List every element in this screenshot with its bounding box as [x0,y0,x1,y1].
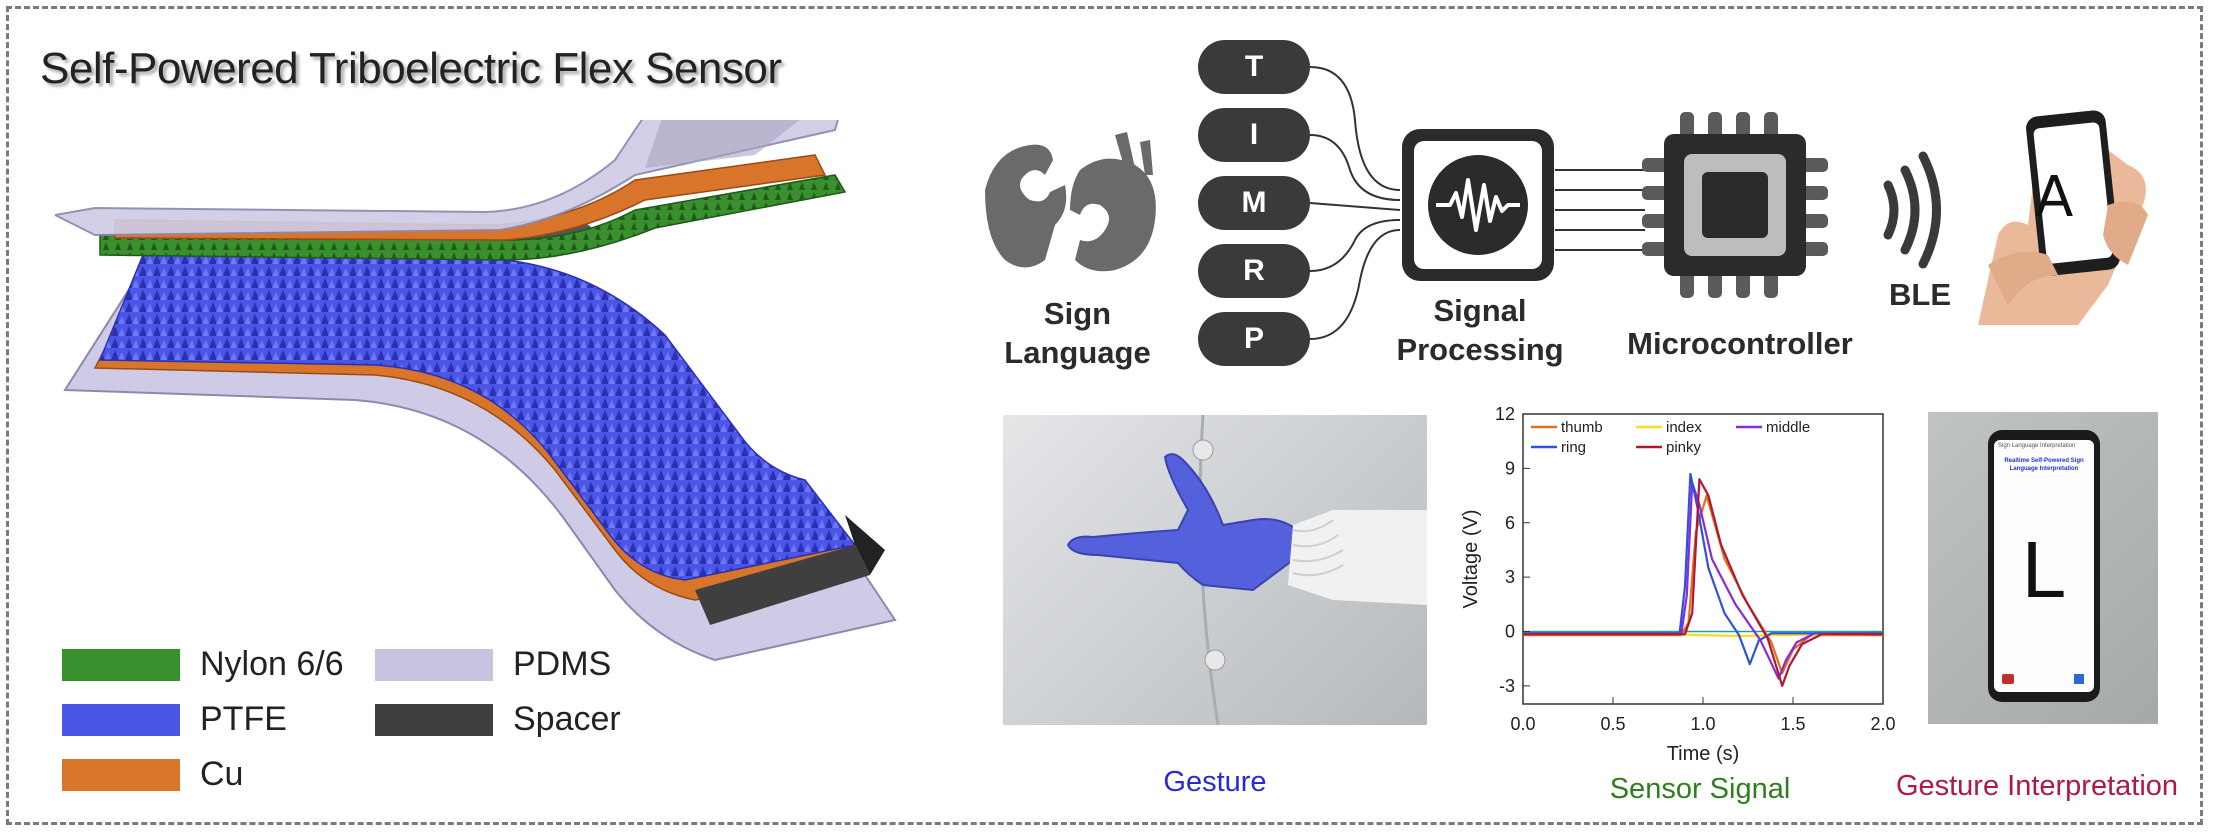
spacer-block [695,545,870,625]
legend-label-nylon: Nylon 6/6 [200,645,344,683]
phone-body: Sign Language Interpretation Realtime Se… [1988,430,2100,702]
microcontroller-chip-icon [1642,112,1828,298]
legend-label-index: index [1666,419,1702,436]
series-line-pinky [1523,478,1883,687]
legend-label-ring: ring [1561,439,1586,456]
signal-processing-icon [1402,129,1554,281]
legend-swatch-spacer [375,703,493,736]
finger-pill-ring: R [1198,244,1310,298]
phone-app-title: Sign Language Interpretation [1998,443,2076,449]
gesture-caption: Gesture [1163,766,1267,798]
gesture-glove-illustration [1066,415,1427,725]
y-tick-label: 6 [1505,513,1515,533]
gesture-interpretation-caption: Gesture Interpretation [1895,770,2179,802]
signal-processing-label: Signal Processing [1396,293,1564,367]
legend-item-cu: Cu [62,755,243,794]
legend-label-thumb: thumb [1561,419,1603,436]
ble-wireless-icon [1883,151,1941,269]
sensor-signal-caption: Sensor Signal [1609,773,1791,805]
interpretation-phone-photo: Sign Language Interpretation Realtime Se… [1928,412,2158,724]
x-tick-label: 2.0 [1870,714,1895,734]
figure-title: Self-Powered Triboelectric Flex Sensor [40,44,782,93]
gesture-photo [1003,415,1427,725]
legend-item-nylon: Nylon 6/6 [62,645,344,684]
university-logo-icon [2002,674,2014,684]
phone-app-subtitle: Realtime Self-Powered Sign Language Inte… [2004,458,2084,472]
legend-item-pdms: PDMS [375,645,611,684]
legend-swatch-pdms [375,648,493,681]
sign-language-hands-icon [985,132,1156,272]
finger-pill-index: I [1198,108,1310,162]
finger-pill-thumb: T [1198,40,1310,94]
phone-screen: Sign Language Interpretation Realtime Se… [1994,440,2094,692]
chart-legend-layer: thumb index middle ring pinky [1531,419,1810,456]
sensor-signal-chart: 0.0 0.5 1.0 1.5 2.0 -3 0 3 6 9 12 thumb index middle… [1460,404,1896,765]
x-tick-label: 0.0 [1510,714,1535,734]
sensor-illustration [55,120,897,662]
y-tick-label: 12 [1495,404,1515,424]
chart-y-axis-label: Voltage (V) [1460,510,1482,609]
dashed-frame [6,6,2203,825]
y-tick-label: 3 [1505,567,1515,587]
institute-logo-icon [2074,674,2084,684]
series-line-middle [1523,481,1883,680]
chart-series-layer [1523,472,1884,687]
microcontroller-label: Microcontroller [1627,326,1853,361]
legend-swatch-ptfe [62,703,180,736]
legend-item-spacer: Spacer [375,700,621,739]
legend-item-ptfe: PTFE [62,700,287,739]
spacer-block-side [845,515,885,575]
hand-phone-top [1978,110,2148,325]
legend-label-pinky: pinky [1666,439,1702,456]
phone-bottom-letter: L [2021,525,2067,614]
legend-swatch-nylon [62,648,180,681]
chart-ticks-layer: 0.0 0.5 1.0 1.5 2.0 -3 0 3 6 9 12 [1495,404,1896,734]
sign-language-label: Sign Language [1004,296,1151,370]
pdms-top-layer [55,120,839,237]
signal-wires [1309,66,1645,340]
plot-area [1522,413,1884,705]
phone-top-letter: A [2035,165,2074,230]
legend-label-spacer: Spacer [513,700,621,738]
x-tick-label: 0.5 [1600,714,1625,734]
y-tick-label: 0 [1505,622,1515,642]
x-tick-label: 1.5 [1780,714,1805,734]
legend-label-pdms: PDMS [513,645,612,683]
x-tick-label: 1.0 [1690,714,1715,734]
ble-label: BLE [1889,277,1951,312]
y-tick-label: 9 [1505,458,1515,478]
legend-label-middle: middle [1766,419,1810,436]
finger-pill-middle: M [1198,176,1310,230]
finger-pill-pinky: P [1198,312,1310,366]
pdms-top-window [645,120,800,168]
chart-x-axis-label: Time (s) [1667,743,1740,765]
legend-label-cu: Cu [200,755,244,793]
legend-label-ptfe: PTFE [200,700,287,738]
y-tick-label: -3 [1499,676,1515,696]
series-line-ring [1523,472,1883,666]
legend-swatch-cu [62,758,180,791]
